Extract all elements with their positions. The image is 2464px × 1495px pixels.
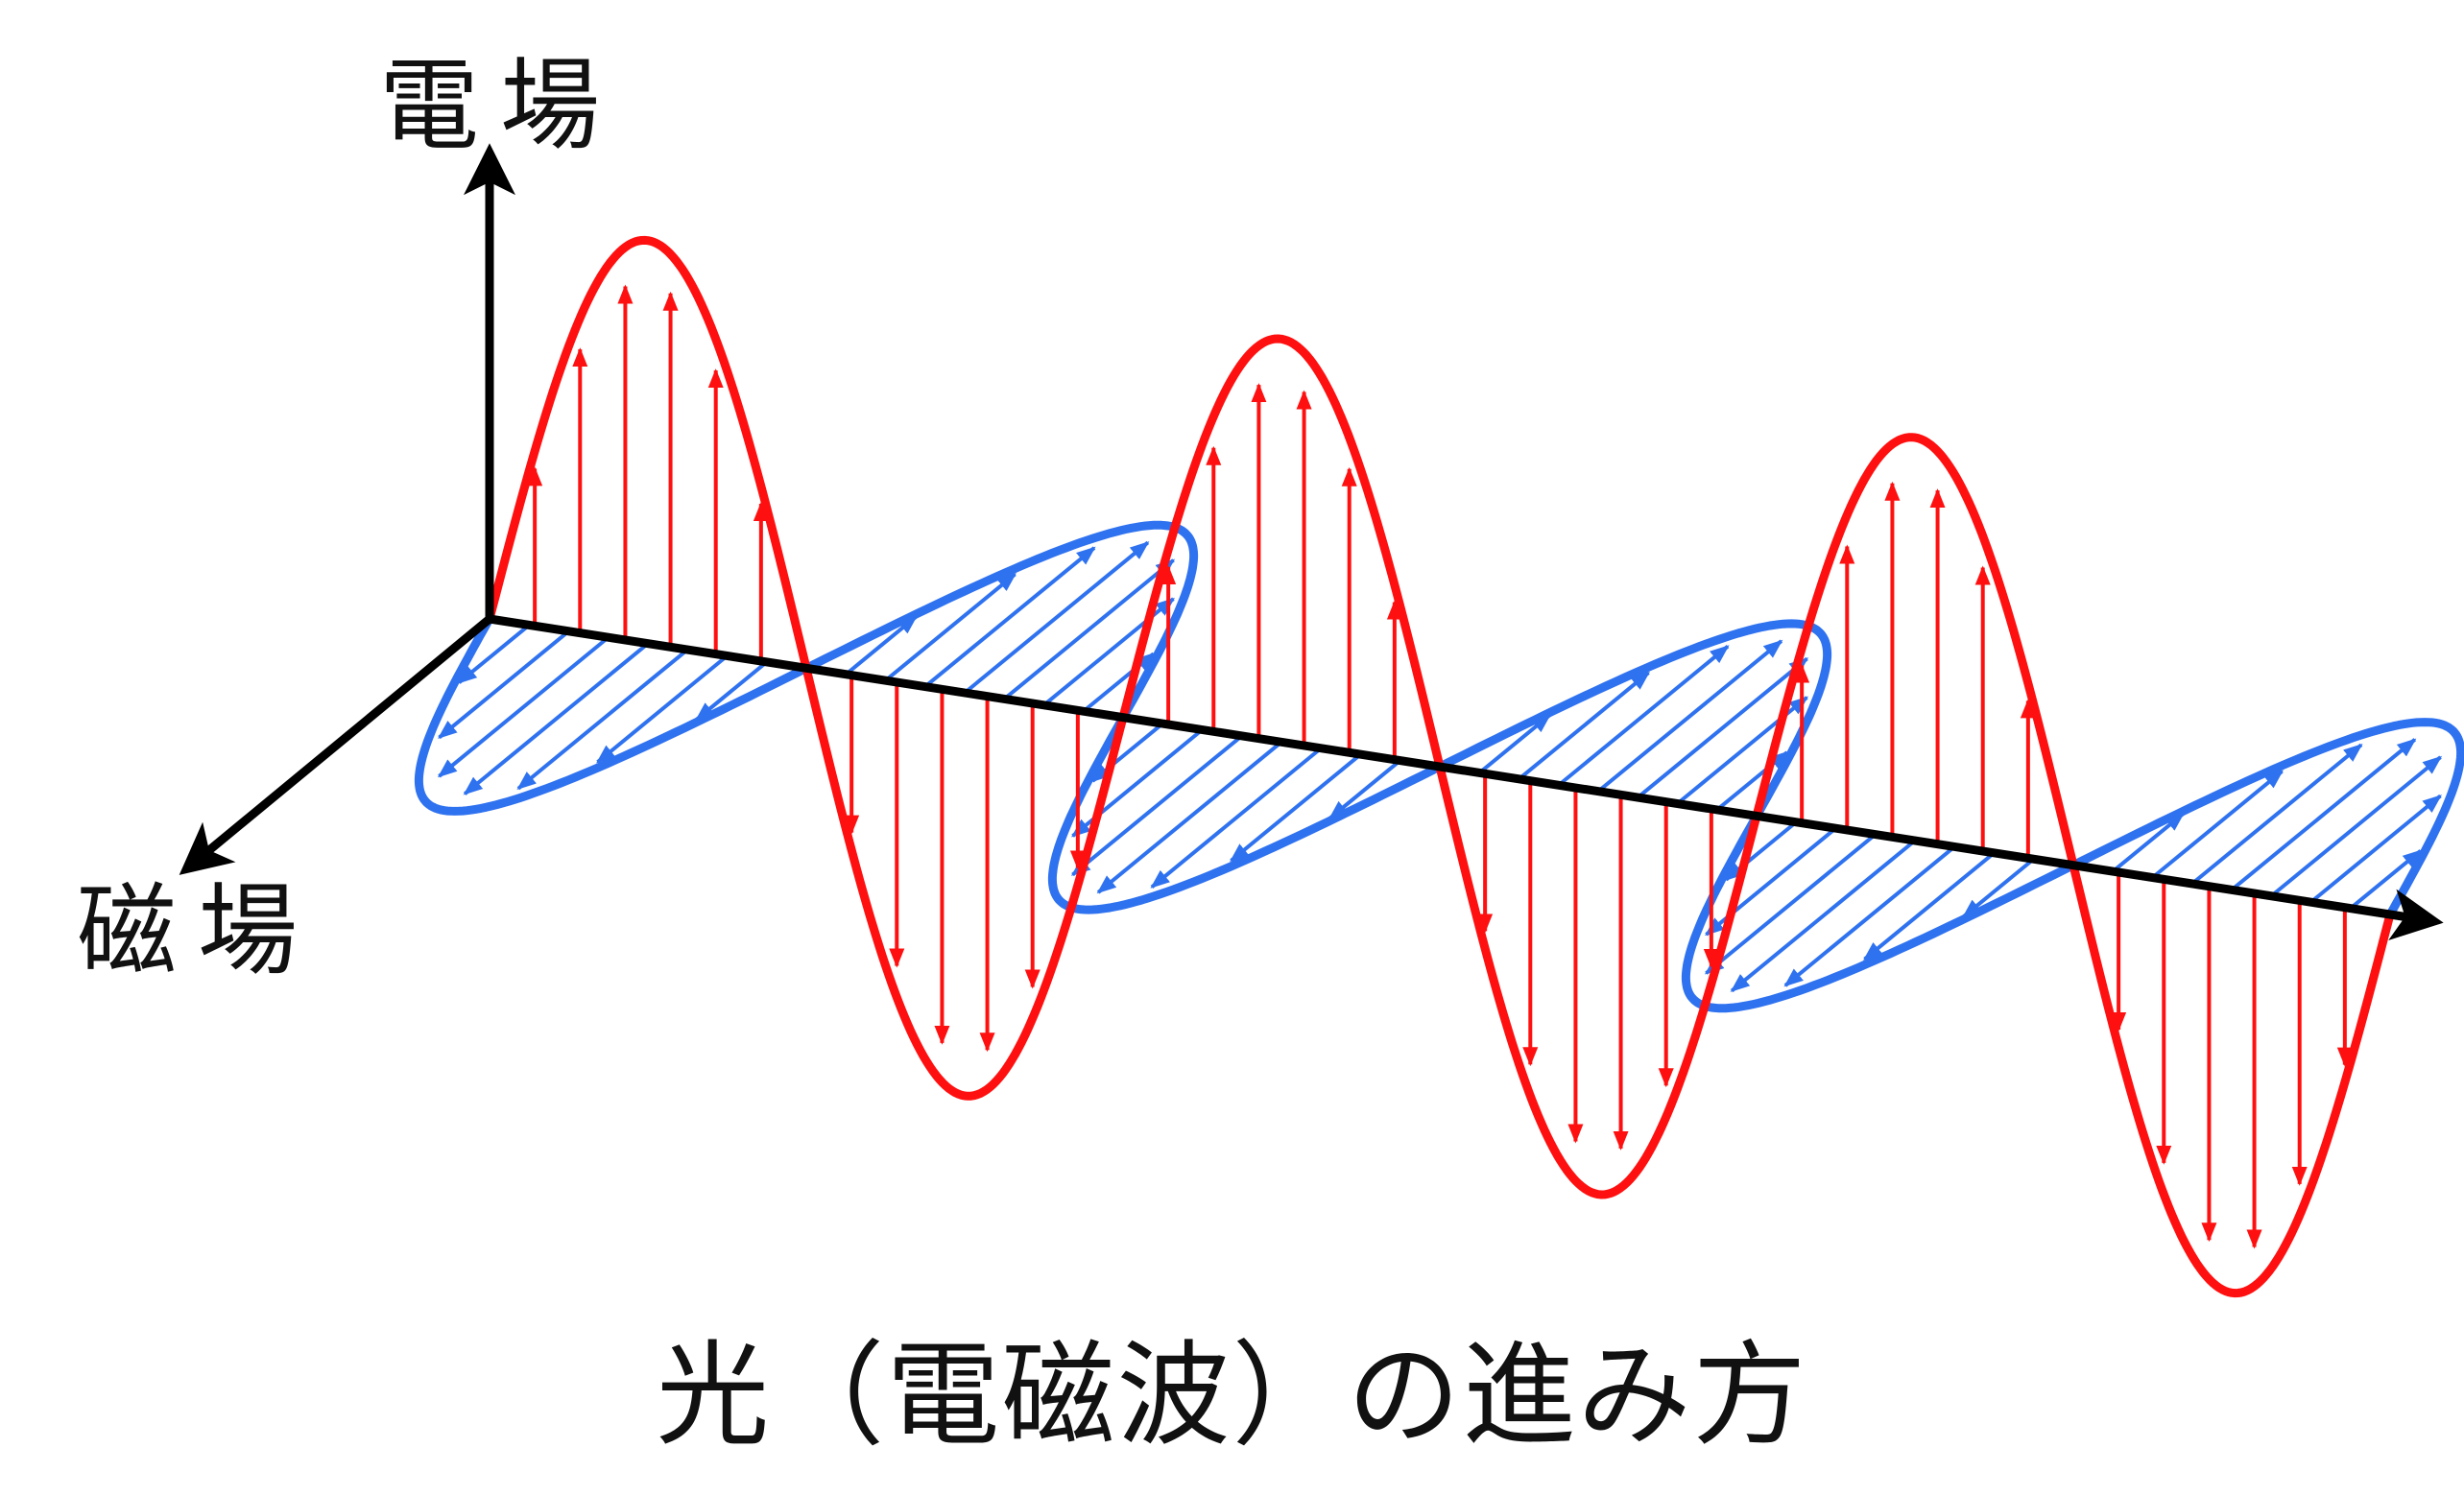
magnetic-field-arrow: [1082, 652, 1156, 713]
magnetic-field-arrow: [2190, 743, 2363, 886]
magnetic-field-arrow: [2230, 738, 2417, 891]
magnetic-field-arrow: [437, 635, 610, 778]
magnetic-field-arrow: [844, 615, 918, 676]
electric-field-label: 電場: [379, 47, 622, 164]
magnetic-field-arrow: [1477, 713, 1551, 774]
magnetic-field-arrow: [1150, 747, 1323, 889]
magnetic-field-arrow: [2151, 770, 2284, 880]
diagram-caption: 光（電磁波）の進み方: [656, 1329, 1808, 1461]
magnetic-field-arrow: [923, 546, 1096, 689]
propagation-axis: [489, 614, 2444, 941]
magnetic-field-arrow: [2349, 849, 2423, 911]
magnetic-field-arrow: [963, 540, 1150, 695]
magnetic-field-arrow: [884, 572, 1017, 682]
magnetic-field-arrow: [457, 623, 531, 684]
magnetic-field-arrow: [1002, 558, 1176, 700]
magnetic-field-arrow: [1090, 722, 1164, 783]
magnetic-field-arrow: [1636, 656, 1809, 799]
magnetic-field-arrow: [1730, 839, 1917, 993]
magnetic-field-arrow: [1557, 645, 1730, 787]
magnetic-field-arrow: [1783, 844, 1956, 987]
magnetic-field-arrow: [1096, 740, 1283, 894]
magnetic-field-arrow: [516, 648, 689, 791]
axes: [179, 143, 2444, 941]
magnetic-field-arrow: [1724, 820, 1798, 882]
magnetic-field-arrow: [1070, 734, 1244, 877]
magnetic-field-arrow: [1596, 639, 1783, 794]
magnetic-field-label: 磁場: [77, 872, 320, 989]
magnetic-field-arrow: [1704, 833, 1878, 975]
magnetic-field-arrow: [695, 660, 769, 722]
magnetic-field-arrow: [2309, 794, 2442, 904]
magnetic-field-arrow: [463, 642, 650, 795]
magnetic-field-axis: [179, 615, 492, 875]
magnetic-field-arrow: [1230, 752, 1362, 863]
magnetic-field-arrow: [2111, 812, 2185, 873]
magnetic-field-arrow: [596, 653, 729, 764]
magnetic-field-arrow: [1518, 671, 1650, 781]
magnetic-field-arrow: [1962, 857, 2036, 918]
magnetic-field-arrow: [1715, 750, 1789, 812]
magnetic-field-arrow: [1328, 759, 1402, 820]
magnetic-field-arrow: [2269, 755, 2443, 898]
magnetic-field-arrow: [1863, 851, 1996, 961]
magnetic-field-arrow: [438, 629, 570, 740]
